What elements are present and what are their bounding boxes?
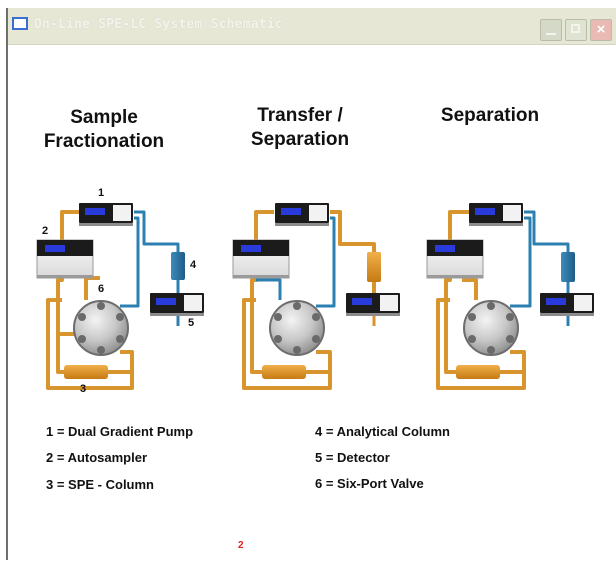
page-number: 2 xyxy=(238,540,244,551)
close-button[interactable]: × xyxy=(590,19,612,41)
close-icon: × xyxy=(596,21,606,38)
title-sample-fractionation: Sample Fractionation xyxy=(43,107,165,152)
minimize-button[interactable] xyxy=(540,19,562,41)
title-separation: Separation xyxy=(440,105,540,126)
legend-item: 3 = SPE - Column xyxy=(46,477,154,492)
window-title: On-Line SPE-LC System Schematic xyxy=(34,17,283,32)
title-bar: On-Line SPE-LC System Schematic × xyxy=(8,8,616,45)
legend-item: 2 = Autosampler xyxy=(46,450,148,465)
legend-item: 5 = Detector xyxy=(315,450,390,465)
legend-item: 4 = Analytical Column xyxy=(315,424,450,439)
title-transfer-separation: Transfer / Separation xyxy=(250,105,350,150)
legend-item: 6 = Six-Port Valve xyxy=(315,476,424,491)
window-app-icon xyxy=(12,17,28,30)
legend-item: 1 = Dual Gradient Pump xyxy=(46,424,194,439)
maximize-button[interactable] xyxy=(565,19,587,41)
